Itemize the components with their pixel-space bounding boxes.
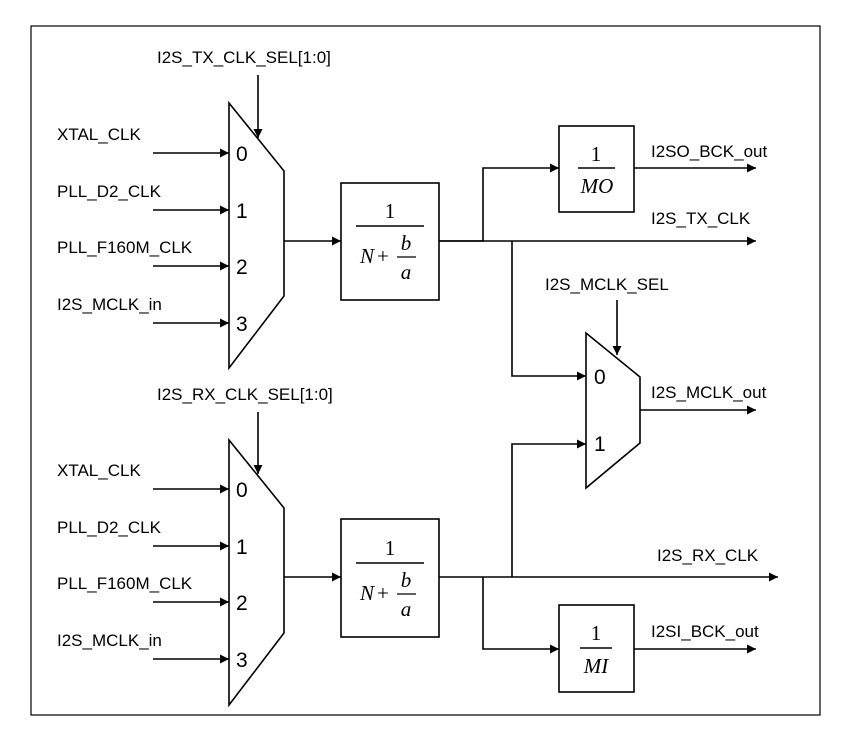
tx-section: I2S_TX_CLK_SEL[1:0] XTAL_CLK PLL_D2_CLK … <box>57 48 768 381</box>
mclk-mux-index-0: 0 <box>594 366 606 389</box>
tx-mux-index-3: 3 <box>236 313 248 336</box>
tx-mux <box>228 100 285 371</box>
tx-divider-plus: + <box>377 244 389 268</box>
tx-divider-b: b <box>401 231 412 255</box>
mo-divider-numerator: 1 <box>591 142 602 166</box>
rx-divider-n: N <box>359 581 375 605</box>
mo-divider <box>558 125 635 213</box>
i2si-bck-out-label: I2SI_BCK_out <box>651 622 759 641</box>
rx-divider-numerator: 1 <box>385 536 396 560</box>
rx-branch-to-mclk-mux <box>511 439 586 577</box>
i2s-rx-clk-label: I2S_RX_CLK <box>657 546 759 565</box>
rx-mux-index-0: 0 <box>236 479 248 502</box>
tx-mux-index-2: 2 <box>236 256 248 279</box>
tx-input-label-1: PLL_D2_CLK <box>57 182 162 201</box>
rx-section: I2S_RX_CLK_SEL[1:0] XTAL_CLK PLL_D2_CLK … <box>57 385 778 708</box>
tx-divider-numerator: 1 <box>385 199 396 223</box>
rx-input-label-2: PLL_F160M_CLK <box>57 574 193 593</box>
rx-divider-a: a <box>401 597 412 621</box>
rx-divider-plus: + <box>377 581 389 605</box>
tx-branch-to-mclk-mux <box>511 241 586 381</box>
mo-divider-denominator: MO <box>580 174 614 198</box>
rx-fractional-divider <box>340 518 440 638</box>
tx-mux-index-1: 1 <box>236 200 248 223</box>
mclk-mux-index-1: 1 <box>594 433 606 456</box>
rx-branch-to-mi <box>482 577 559 654</box>
tx-divider-a: a <box>401 260 412 284</box>
tx-divider-n: N <box>359 244 375 268</box>
tx-input-label-0: XTAL_CLK <box>57 125 141 144</box>
rx-input-label-1: PLL_D2_CLK <box>57 518 162 537</box>
tx-input-label-3: I2S_MCLK_in <box>57 295 162 314</box>
mclk-section: I2S_MCLK_SEL 0 1 I2S_MCLK_out <box>545 275 767 490</box>
rx-input-label-0: XTAL_CLK <box>57 461 141 480</box>
i2s-tx-clk-label: I2S_TX_CLK <box>651 209 751 228</box>
rx-mux <box>228 437 285 708</box>
rx-input-label-3: I2S_MCLK_in <box>57 631 162 650</box>
mi-divider-denominator: MI <box>583 654 609 678</box>
rx-mux-index-1: 1 <box>236 536 248 559</box>
rx-divider-b: b <box>401 568 412 592</box>
tx-mux-index-0: 0 <box>236 143 248 166</box>
mclk-mux <box>585 331 641 490</box>
tx-input-label-2: PLL_F160M_CLK <box>57 238 193 257</box>
i2s-mclk-out-label: I2S_MCLK_out <box>651 383 767 402</box>
rx-mux-index-3: 3 <box>236 649 248 672</box>
mi-divider-numerator: 1 <box>591 621 602 645</box>
i2so-bck-out-label: I2SO_BCK_out <box>651 142 768 161</box>
rx-mux-select-label: I2S_RX_CLK_SEL[1:0] <box>157 385 333 404</box>
rx-mux-index-2: 2 <box>236 592 248 615</box>
tx-branch-to-mo <box>439 163 559 242</box>
mclk-mux-select-label: I2S_MCLK_SEL <box>545 275 669 294</box>
tx-mux-select-label: I2S_TX_CLK_SEL[1:0] <box>157 48 331 67</box>
diagram-frame <box>30 25 821 716</box>
